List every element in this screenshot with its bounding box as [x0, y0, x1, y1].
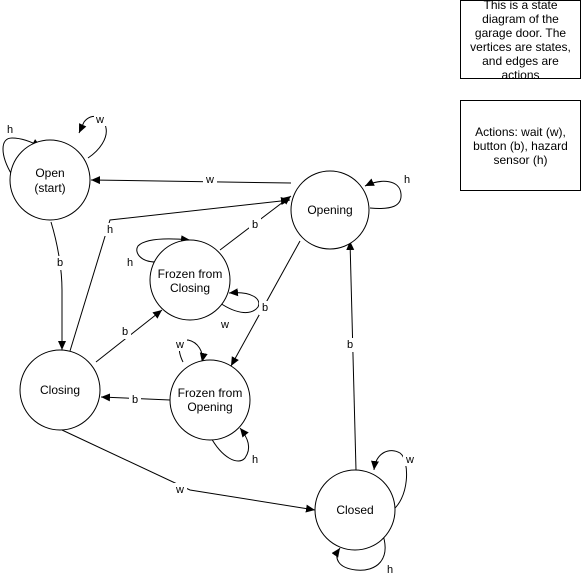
edge-open-self-h — [2, 137, 42, 176]
state-frozen-opening-label-line1: Frozen from — [178, 386, 243, 400]
svg-text:h: h — [252, 454, 258, 466]
edge-closed-self-h — [331, 531, 386, 571]
edges — [2, 115, 408, 571]
svg-text:b: b — [132, 394, 138, 406]
state-open-label-line1: Open — [35, 166, 64, 180]
edge-label-frozen-closing-to-opening: b — [249, 218, 261, 232]
svg-text:w: w — [220, 319, 229, 331]
state-closing: Closing — [19, 349, 101, 431]
edge-label-closing-to-closed: w — [173, 483, 187, 496]
edge-frozen-opening-self-w — [178, 339, 208, 363]
state-closed: Closed — [314, 469, 396, 551]
edge-label-closed-self-w: w — [403, 453, 417, 466]
svg-text:b: b — [252, 219, 258, 231]
edge-label-frozen-closing-self-h: h — [124, 256, 136, 269]
edge-closed-to-opening — [346, 240, 357, 471]
edge-label-opening-to-frozen-opening: b — [259, 301, 271, 315]
state-frozen-from-opening: Frozen from Opening — [169, 359, 251, 441]
svg-text:b: b — [347, 339, 353, 351]
svg-text:b: b — [122, 326, 128, 338]
edge-label-opening-to-open: w — [203, 173, 217, 186]
edge-label-frozen-closing-self-w: w — [218, 318, 232, 331]
edge-frozen-opening-self-h — [209, 427, 250, 462]
edge-frozen-closing-self-w — [219, 288, 260, 313]
state-frozen-opening-label-line2: Opening — [187, 400, 232, 414]
edge-closing-to-closed — [61, 429, 316, 513]
svg-text:h: h — [7, 124, 13, 136]
state-closing-label: Closing — [40, 383, 80, 397]
edge-closing-to-opening — [69, 197, 291, 352]
edge-labels: h w w h b h b h — [4, 113, 417, 576]
edge-label-open-self-w: w — [94, 113, 106, 126]
svg-text:b: b — [57, 257, 63, 269]
edge-label-closing-to-opening: h — [104, 223, 116, 236]
edge-label-open-to-closing: b — [54, 256, 66, 270]
svg-text:h: h — [107, 224, 113, 236]
edge-label-closed-self-h: h — [384, 563, 396, 576]
state-frozen-closing-label-line1: Frozen from — [158, 267, 223, 281]
state-opening-label: Opening — [307, 203, 352, 217]
svg-text:w: w — [95, 114, 104, 126]
edge-frozen-closing-self-h — [136, 235, 191, 263]
edge-closed-self-w — [371, 450, 408, 513]
edge-label-frozen-opening-to-closing: b — [129, 393, 141, 407]
svg-text:w: w — [175, 339, 184, 351]
state-closed-label: Closed — [336, 503, 373, 517]
edge-label-opening-self-h: h — [401, 173, 413, 186]
edge-opening-to-open — [90, 176, 292, 185]
svg-text:h: h — [127, 257, 133, 269]
edge-label-open-self-h: h — [4, 123, 16, 136]
edge-label-frozen-opening-self-w: w — [173, 338, 187, 351]
edge-open-to-closing — [50, 221, 66, 350]
edge-opening-self-h — [364, 178, 402, 209]
state-open-label-line2: (start) — [34, 181, 65, 195]
svg-text:h: h — [387, 564, 393, 576]
state-open: Open (start) — [9, 139, 91, 221]
actions-legend-text: Actions: wait (w), button (b), hazard se… — [473, 124, 568, 167]
description-note: This is a state diagram of the garage do… — [460, 0, 581, 82]
svg-text:b: b — [262, 302, 268, 314]
state-frozen-from-closing: Frozen from Closing — [149, 239, 231, 321]
svg-text:w: w — [175, 484, 184, 496]
svg-text:w: w — [205, 174, 214, 186]
edge-open-self-w — [78, 115, 107, 159]
svg-text:w: w — [405, 454, 414, 466]
description-text: This is a state diagram of the garage do… — [470, 0, 571, 82]
svg-text:h: h — [404, 174, 410, 186]
edge-label-frozen-opening-self-h: h — [249, 453, 261, 466]
edge-label-closed-to-opening: b — [344, 338, 356, 352]
state-frozen-closing-label-line2: Closing — [170, 281, 210, 295]
actions-legend-note: Actions: wait (w), button (b), hazard se… — [460, 100, 581, 191]
state-opening: Opening — [290, 170, 370, 250]
edge-label-closing-to-frozen-closing: b — [119, 325, 131, 339]
